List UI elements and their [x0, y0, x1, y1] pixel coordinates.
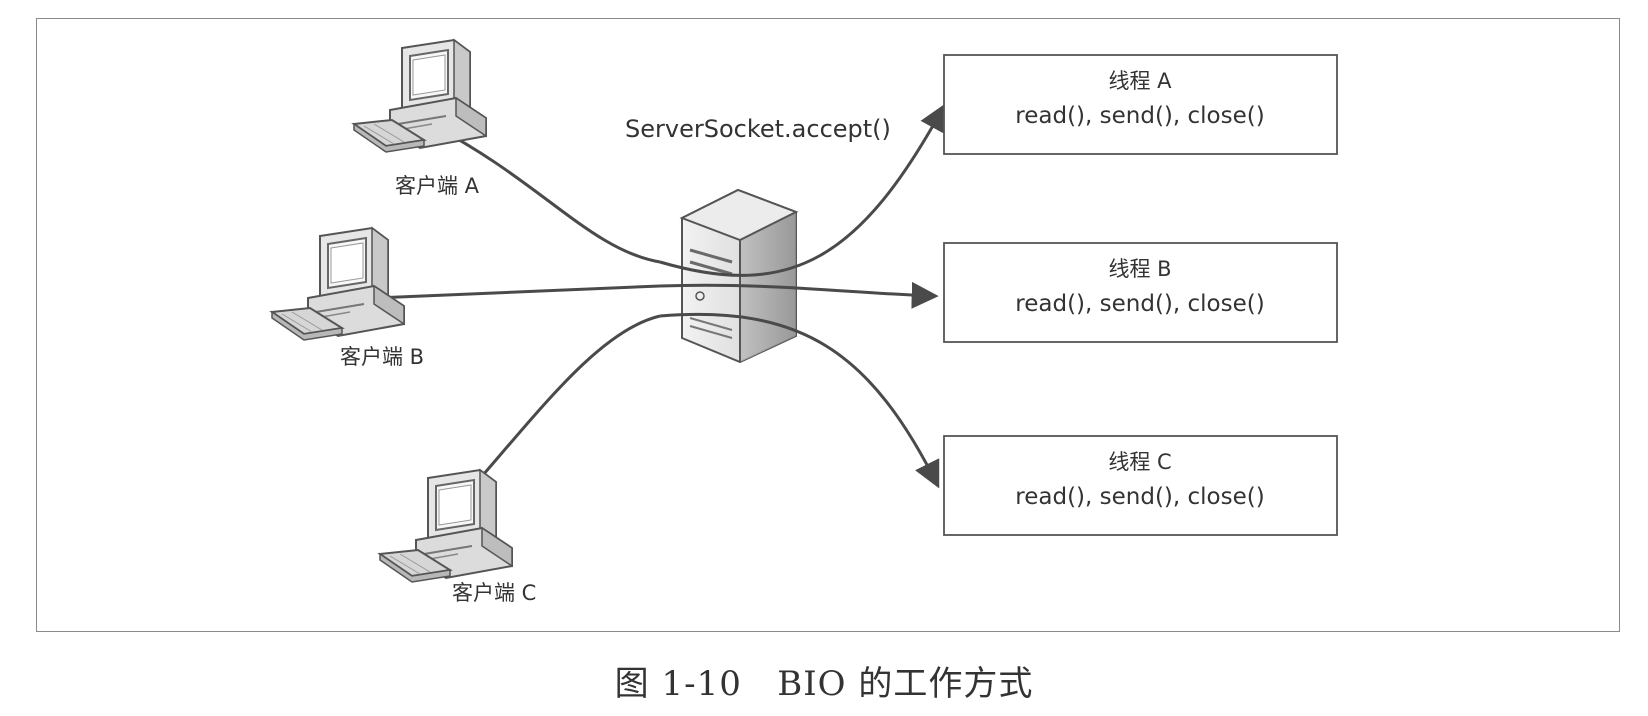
client-a-line [429, 122, 661, 264]
thread-b-title: 线程 B [1108, 257, 1171, 281]
client-a-label: 客户端 A [395, 174, 480, 198]
server-label: ServerSocket.accept() [625, 115, 891, 143]
thread-c-box: 线程 C read(), send(), close() [943, 435, 1338, 536]
thread-a-ops: read(), send(), close() [1015, 103, 1264, 129]
thread-a-box: 线程 A read(), send(), close() [943, 54, 1338, 155]
thread-b-arrow [659, 281, 939, 309]
thread-c-title: 线程 C [1108, 450, 1171, 474]
thread-b-box: 线程 B read(), send(), close() [943, 242, 1338, 343]
thread-a-title: 线程 A [1108, 69, 1172, 93]
thread-c-ops: read(), send(), close() [1015, 484, 1264, 510]
client-c-label: 客户端 C [452, 581, 536, 605]
thread-b-ops: read(), send(), close() [1015, 291, 1264, 317]
thread-lines [659, 103, 946, 489]
client-c-computer-icon [379, 469, 513, 583]
client-b-computer-icon [271, 227, 405, 341]
thread-c-arrow [659, 312, 940, 489]
thread-a-arrow [659, 103, 946, 277]
client-b-line [375, 284, 661, 300]
figure-caption: 图 1-10 BIO 的工作方式 [614, 664, 1034, 704]
connection-lines [375, 122, 661, 491]
diagram-frame [36, 18, 1620, 632]
client-b-label: 客户端 B [340, 345, 424, 369]
client-a-computer-icon [353, 39, 487, 153]
client-c-line [468, 314, 661, 491]
